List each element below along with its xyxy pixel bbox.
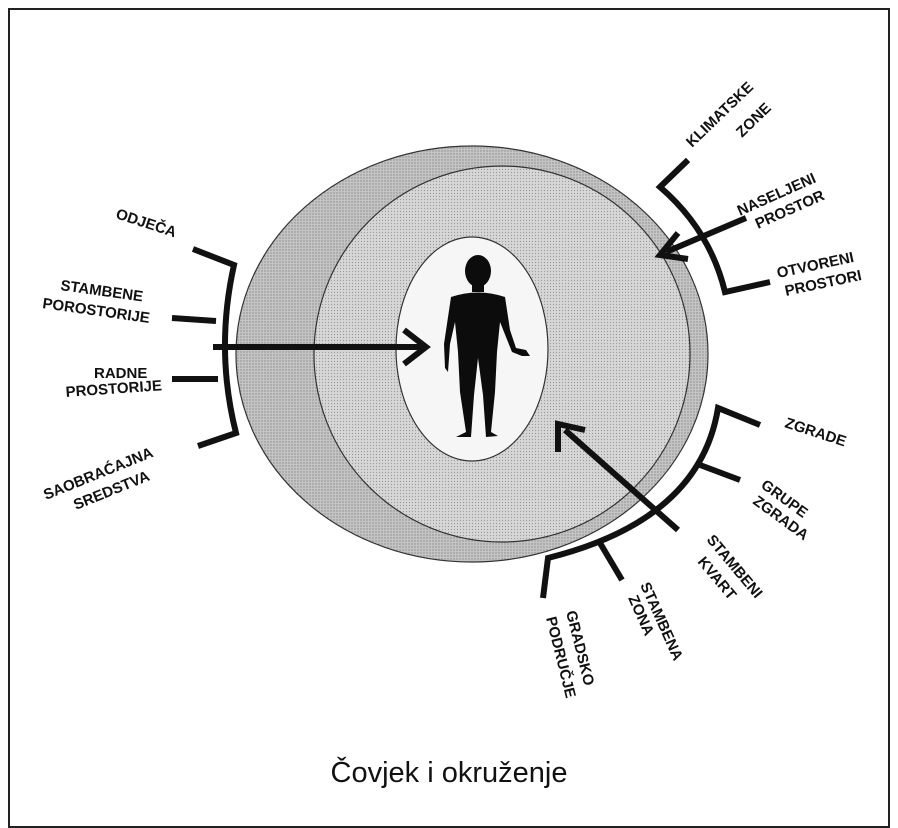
diagram-caption: Čovjek i okruženje <box>0 757 898 790</box>
diagram-stage: ODJEČA STAMBENE POROSTORIJE RADNE PROSTO… <box>0 0 898 808</box>
label-zgrade: ZGRADE <box>783 415 848 451</box>
label-odjeca: ODJEČA <box>114 205 179 241</box>
label-klimatske-1: KLIMATSKE <box>683 79 757 151</box>
diagram-svg: ODJEČA STAMBENE POROSTORIJE RADNE PROSTO… <box>0 0 898 808</box>
label-radne-2: PROSTORIJE <box>65 377 162 401</box>
